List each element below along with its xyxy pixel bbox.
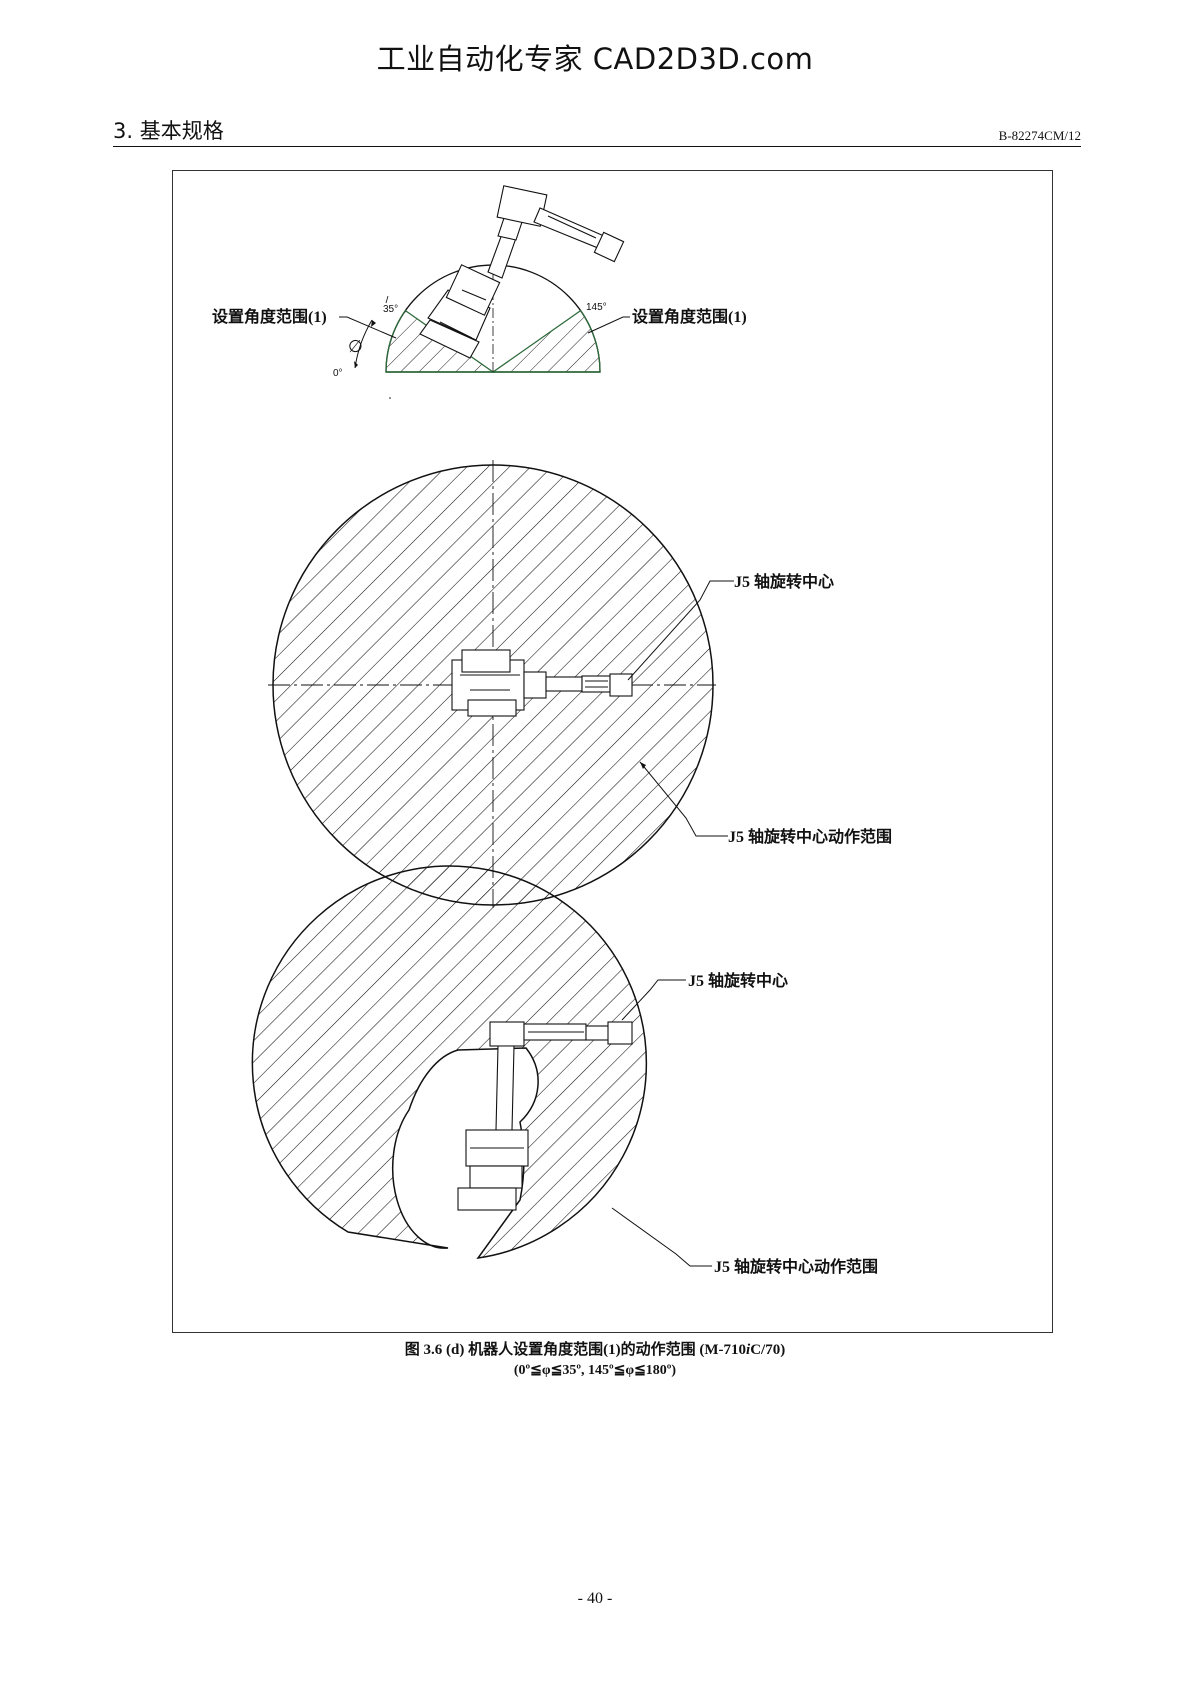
bottom-view-hatched-area — [251, 865, 648, 1260]
robot-bottom-silhouette — [457, 1021, 633, 1211]
side-view-right-sector — [490, 309, 601, 373]
bottom-view: J5 轴旋转中心 J5 轴旋转中心动作范围 — [251, 865, 878, 1276]
bottom-view-center-label: J5 轴旋转中心 — [688, 971, 788, 990]
caption-suffix: C/70) — [750, 1342, 786, 1358]
robot-side-silhouette — [419, 185, 625, 359]
figure-frame — [172, 170, 1053, 1333]
page-header: 3. 基本规格 B-82274CM/12 — [113, 118, 1081, 147]
robot-top-silhouette — [451, 649, 633, 717]
side-view-label-right: 设置角度范围(1) — [632, 307, 747, 326]
angle-145-label: 145° — [586, 302, 607, 313]
angle-35-label: 35° — [383, 304, 398, 315]
figure-caption-range: (0º≦φ≦35º, 145º≦φ≦180º) — [513, 1363, 677, 1378]
watermark-text: 工业自动化专家 CAD2D3D.com — [376, 42, 814, 76]
top-view-center-label: J5 轴旋转中心 — [734, 572, 834, 591]
caption-prefix: 图 3.6 (d) 机器人设置角度范围(1)的动作范围 (M-710 — [404, 1342, 747, 1358]
bottom-view-range-label: J5 轴旋转中心动作范围 — [714, 1257, 878, 1276]
caption-italic: i — [746, 1342, 751, 1358]
side-view-label-left: 设置角度范围(1) — [212, 307, 327, 326]
top-view: J5 轴旋转中心 J5 轴旋转中心动作范围 — [268, 460, 892, 908]
top-view-range-label: J5 轴旋转中心动作范围 — [728, 827, 892, 846]
section-title: 3. 基本规格 — [113, 119, 224, 143]
angle-0-label: 0° — [333, 368, 343, 379]
phi-symbol: ∅ — [348, 337, 363, 356]
figure-caption: 图 3.6 (d) 机器人设置角度范围(1)的动作范围 (M-710iC/70) — [0, 1338, 1190, 1359]
document-number: B-82274CM/12 — [998, 128, 1081, 143]
page-number: - 40 - — [577, 1590, 613, 1607]
side-view: 35° 145° 0° ∅ 设置角度范围(1) 设置角度范围(1) — [212, 185, 747, 399]
